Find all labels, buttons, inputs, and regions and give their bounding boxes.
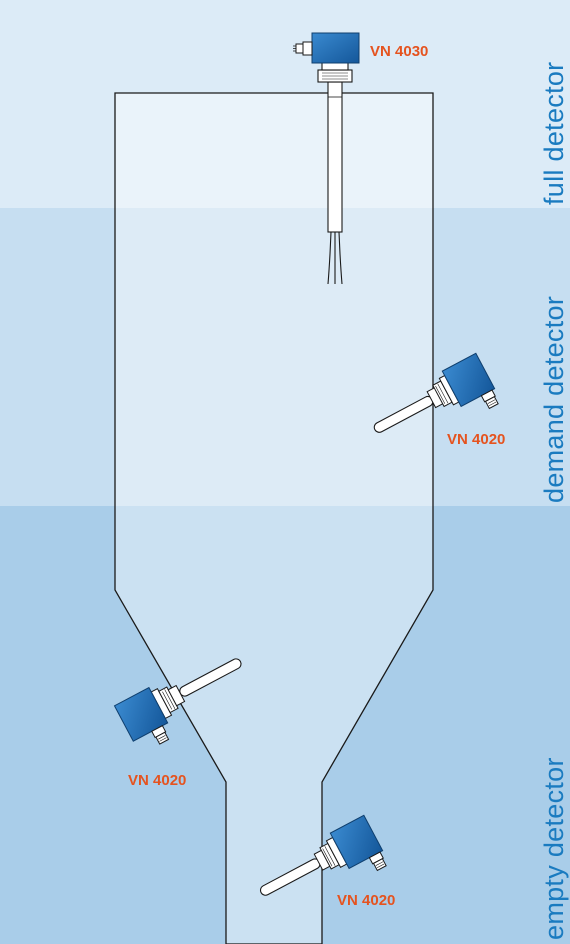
sensor-vn4020-right bbox=[373, 352, 499, 433]
sensor-housing bbox=[311, 32, 360, 64]
sensor-housing bbox=[441, 352, 496, 408]
sensor-vn4020-bottom bbox=[259, 814, 387, 896]
sensor-vn4020-left bbox=[113, 658, 242, 745]
sensor-vn4030 bbox=[293, 32, 360, 285]
silo-outline bbox=[114, 92, 434, 944]
zone-band-full bbox=[0, 0, 570, 208]
sensor-housing bbox=[329, 814, 384, 870]
label-vn4020-bottom: VN 4020 bbox=[337, 892, 395, 909]
label-vn4030: VN 4030 bbox=[370, 43, 428, 60]
label-vn4020-right: VN 4020 bbox=[447, 431, 505, 448]
label-vn4020-left: VN 4020 bbox=[128, 772, 186, 789]
zone-label-full: full detector bbox=[539, 62, 569, 205]
sensor-housing bbox=[113, 686, 169, 742]
zone-band-empty bbox=[0, 506, 570, 944]
zone-label-empty: empty detector bbox=[539, 757, 569, 940]
zone-label-demand: demand detector bbox=[539, 296, 569, 503]
